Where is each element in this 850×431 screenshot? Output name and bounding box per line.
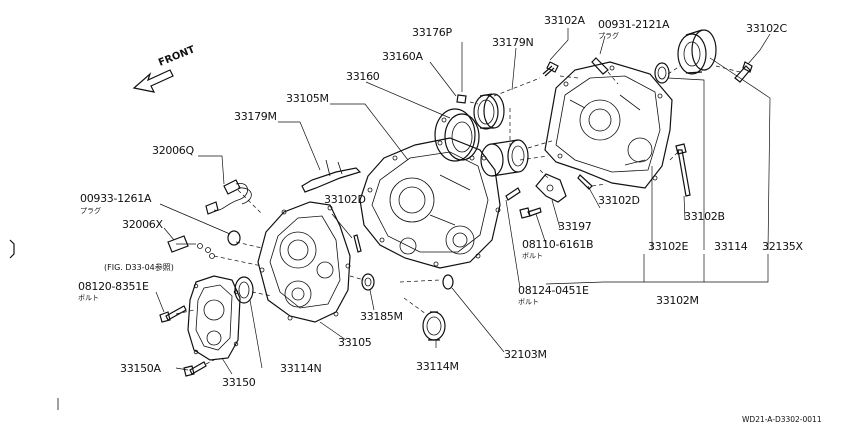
- label-33114m: 33114M: [416, 360, 459, 373]
- seal-33114: [654, 62, 670, 84]
- seal-33185m: [361, 273, 375, 291]
- sensor-32006q: [205, 179, 252, 215]
- label-33160a: 33160A: [382, 50, 423, 63]
- part-32103m: [442, 274, 454, 290]
- bolt-33102b: [675, 143, 691, 197]
- bolt-33102d-right: [577, 174, 593, 190]
- rear-housing: [544, 61, 673, 189]
- leader-lines: [155, 28, 771, 375]
- label-33179m: 33179M: [234, 110, 277, 123]
- label-33197: 33197: [558, 220, 592, 233]
- label-33102b: 33102B: [684, 210, 725, 223]
- label-00933: 00933-1261A: [80, 192, 152, 205]
- bolt-08120: [159, 305, 187, 323]
- label-33114n: 33114N: [280, 362, 321, 375]
- bolt-33102c: [734, 61, 753, 83]
- label-33102d-right: 33102D: [598, 194, 640, 207]
- label-33102e: 33102E: [648, 240, 688, 253]
- cover-33150: [187, 275, 241, 361]
- bolt-33160a: [456, 94, 467, 104]
- label-33176p: 33176P: [412, 26, 452, 39]
- margin-bracket: [9, 239, 15, 259]
- label-33150: 33150: [222, 376, 256, 389]
- bearing-32135x: [677, 29, 717, 75]
- wire-33179m: [301, 159, 362, 193]
- label-00931-sub: プラグ: [598, 31, 619, 40]
- label-08124: 08124-0451E: [518, 284, 589, 297]
- label-08120-sub: ボルト: [78, 294, 99, 302]
- label-fig-ref: (FIG. D33-04参照): [104, 262, 174, 272]
- label-33160: 33160: [346, 70, 380, 83]
- label-08124-sub: ボルト: [518, 298, 539, 306]
- seal-33114n: [234, 276, 254, 304]
- plug-00933: [227, 230, 241, 246]
- label-33105m: 33105M: [286, 92, 329, 105]
- plug-00931: [591, 57, 609, 75]
- assembly-lines: [175, 65, 741, 365]
- label-00931: 00931-2121A: [598, 18, 670, 31]
- bolt-08124: [505, 187, 521, 201]
- label-08120: 08120-8351E: [78, 280, 149, 293]
- part-labels: 33176P 33179N 33102A 00931-2121A プラグ 331…: [78, 14, 804, 389]
- label-32135x: 32135X: [762, 240, 803, 253]
- label-33102d-left: 33102D: [324, 193, 366, 206]
- label-00933-sub: プラグ: [80, 206, 101, 215]
- label-33150a: 33150A: [120, 362, 161, 375]
- bolt-33102a: [542, 61, 559, 77]
- ring-33176p: [473, 93, 505, 130]
- clip-33197: [535, 173, 567, 203]
- bolt-33150a: [183, 361, 207, 377]
- front-case: [257, 201, 351, 323]
- label-32103m: 32103M: [504, 348, 547, 361]
- label-33102c: 33102C: [746, 22, 787, 35]
- front-arrow: FRONT: [132, 44, 197, 93]
- sleeve-33179n: [480, 139, 529, 177]
- label-33114: 33114: [714, 240, 748, 253]
- front-label: FRONT: [157, 44, 197, 69]
- bolt-08110: [519, 207, 542, 219]
- label-33105: 33105: [338, 336, 372, 349]
- diagram-code: WD21-A-D3302-0011: [742, 415, 822, 424]
- label-08110: 08110-6161B: [522, 238, 593, 251]
- retainer-33160: [434, 108, 480, 162]
- middle-case: [359, 137, 501, 269]
- bolt-33102d-left: [353, 234, 362, 253]
- label-33102a: 33102A: [544, 14, 585, 27]
- label-08110-sub: ボルト: [522, 252, 543, 260]
- switch-32006x: [167, 235, 215, 259]
- label-33102m: 33102M: [656, 294, 699, 307]
- seal-33114m: [422, 311, 446, 341]
- label-33185m: 33185M: [360, 310, 403, 323]
- label-32006x: 32006X: [122, 218, 163, 231]
- label-33179n: 33179N: [492, 36, 533, 49]
- label-32006q: 32006Q: [152, 144, 194, 157]
